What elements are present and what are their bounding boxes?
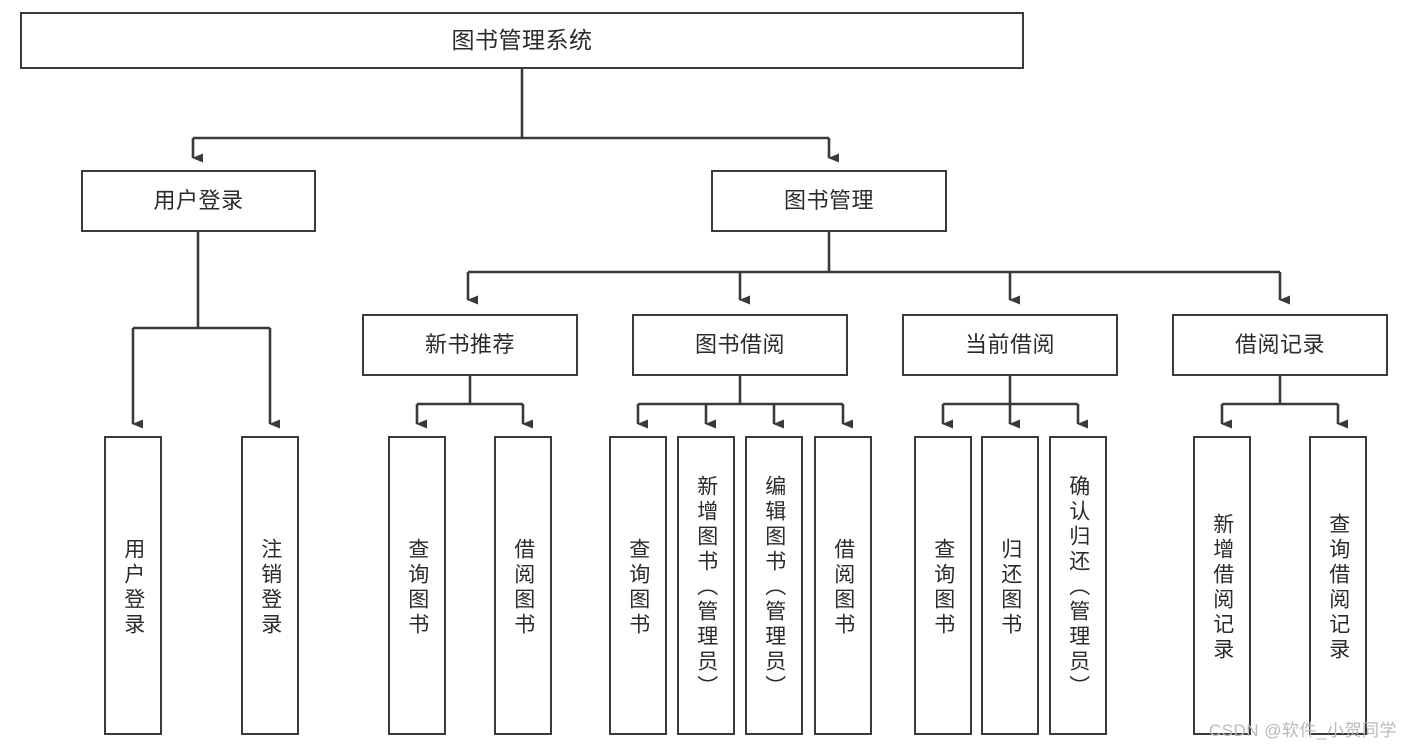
- node-label: 查询图书: [931, 537, 955, 638]
- leaf-query-book-current[interactable]: 查询图书: [914, 436, 972, 735]
- node-label: 借阅记录: [1234, 332, 1325, 358]
- leaf-add-borrow-record[interactable]: 新增借阅记录: [1193, 436, 1251, 735]
- node-label: 查询借阅记录: [1326, 512, 1350, 663]
- node-label: 新增借阅记录: [1210, 512, 1234, 663]
- node-label: 编辑图书（管理员）: [762, 475, 786, 700]
- node-label: 新书推荐: [424, 332, 515, 358]
- leaf-user-login[interactable]: 用户登录: [104, 436, 162, 735]
- node-label: 借阅图书: [831, 537, 855, 638]
- node-borrow-record[interactable]: 借阅记录: [1172, 314, 1388, 376]
- node-label: 用户登录: [121, 537, 145, 638]
- node-label: 用户登录: [153, 188, 244, 214]
- node-label: 查询图书: [626, 537, 650, 638]
- node-label: 借阅图书: [511, 537, 535, 638]
- leaf-query-book-borrow[interactable]: 查询图书: [609, 436, 667, 735]
- node-label: 当前借阅: [964, 332, 1055, 358]
- node-label: 确认归还（管理员）: [1066, 475, 1090, 700]
- node-label: 图书管理: [783, 188, 874, 214]
- csdn-watermark: CSDN @软件_小贺同学: [1208, 721, 1397, 740]
- node-label: 查询图书: [405, 537, 429, 638]
- leaf-confirm-return-admin[interactable]: 确认归还（管理员）: [1049, 436, 1107, 735]
- node-root-system[interactable]: 图书管理系统: [20, 12, 1024, 69]
- node-label: 图书借阅: [694, 332, 785, 358]
- node-label: 注销登录: [258, 537, 282, 638]
- node-new-book-recommend[interactable]: 新书推荐: [362, 314, 578, 376]
- leaf-user-logout[interactable]: 注销登录: [241, 436, 299, 735]
- leaf-add-book-admin[interactable]: 新增图书（管理员）: [677, 436, 735, 735]
- node-label: 新增图书（管理员）: [694, 475, 718, 700]
- node-user-login[interactable]: 用户登录: [81, 170, 316, 232]
- node-current-borrow[interactable]: 当前借阅: [902, 314, 1118, 376]
- leaf-edit-book-admin[interactable]: 编辑图书（管理员）: [745, 436, 803, 735]
- leaf-borrow-book-recommend[interactable]: 借阅图书: [494, 436, 552, 735]
- leaf-return-book[interactable]: 归还图书: [981, 436, 1039, 735]
- node-label: 归还图书: [998, 537, 1022, 638]
- leaf-query-borrow-record[interactable]: 查询借阅记录: [1309, 436, 1367, 735]
- node-book-borrow[interactable]: 图书借阅: [632, 314, 848, 376]
- node-label: 图书管理系统: [451, 26, 593, 53]
- leaf-query-book-recommend[interactable]: 查询图书: [388, 436, 446, 735]
- node-book-management[interactable]: 图书管理: [711, 170, 947, 232]
- leaf-borrow-book[interactable]: 借阅图书: [814, 436, 872, 735]
